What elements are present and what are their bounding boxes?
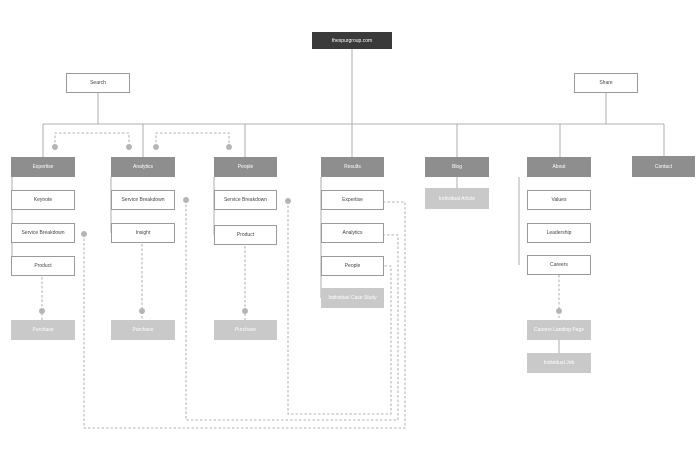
expertise-service-breakdown[interactable]: Service Breakdown bbox=[11, 223, 75, 243]
search-node[interactable]: Search bbox=[66, 73, 130, 93]
expertise-purchase[interactable]: Purchase bbox=[11, 320, 75, 340]
about-values[interactable]: Values bbox=[527, 190, 591, 210]
people-product[interactable]: Product bbox=[214, 225, 277, 245]
analytics-purchase[interactable]: Purchase bbox=[111, 320, 175, 340]
results-individual-case-study[interactable]: Individual Case Study bbox=[321, 288, 384, 308]
results-people[interactable]: People bbox=[321, 256, 384, 276]
expertise-product[interactable]: Product bbox=[11, 256, 75, 276]
nav-contact[interactable]: Contact bbox=[632, 156, 695, 177]
nav-blog[interactable]: Blog bbox=[425, 157, 489, 177]
results-analytics[interactable]: Analytics bbox=[321, 223, 384, 243]
people-service-breakdown[interactable]: Service Breakdown bbox=[214, 190, 277, 210]
nav-expertise[interactable]: Expertise bbox=[11, 157, 75, 177]
nav-results[interactable]: Results bbox=[321, 157, 384, 177]
analytics-service-breakdown[interactable]: Service Breakdown bbox=[111, 190, 175, 210]
about-leadership[interactable]: Leadership bbox=[527, 223, 591, 243]
analytics-insight[interactable]: Insight bbox=[111, 223, 175, 243]
about-careers-landing-page[interactable]: Careers Landing Page bbox=[527, 320, 591, 340]
nav-analytics[interactable]: Analytics bbox=[111, 157, 175, 177]
people-purchase[interactable]: Purchase bbox=[214, 320, 277, 340]
results-expertise[interactable]: Expertise bbox=[321, 190, 384, 210]
share-node[interactable]: Share bbox=[574, 73, 638, 93]
expertise-keynote[interactable]: Keynote bbox=[11, 190, 75, 210]
nav-about[interactable]: About bbox=[527, 157, 591, 177]
root-node[interactable]: thespurgroup.com bbox=[312, 32, 392, 49]
about-individual-job[interactable]: Individual Job bbox=[527, 353, 591, 373]
about-careers[interactable]: Careers bbox=[527, 255, 591, 275]
blog-individual-article[interactable]: Individual Article bbox=[425, 188, 489, 209]
nav-people[interactable]: People bbox=[214, 157, 277, 177]
